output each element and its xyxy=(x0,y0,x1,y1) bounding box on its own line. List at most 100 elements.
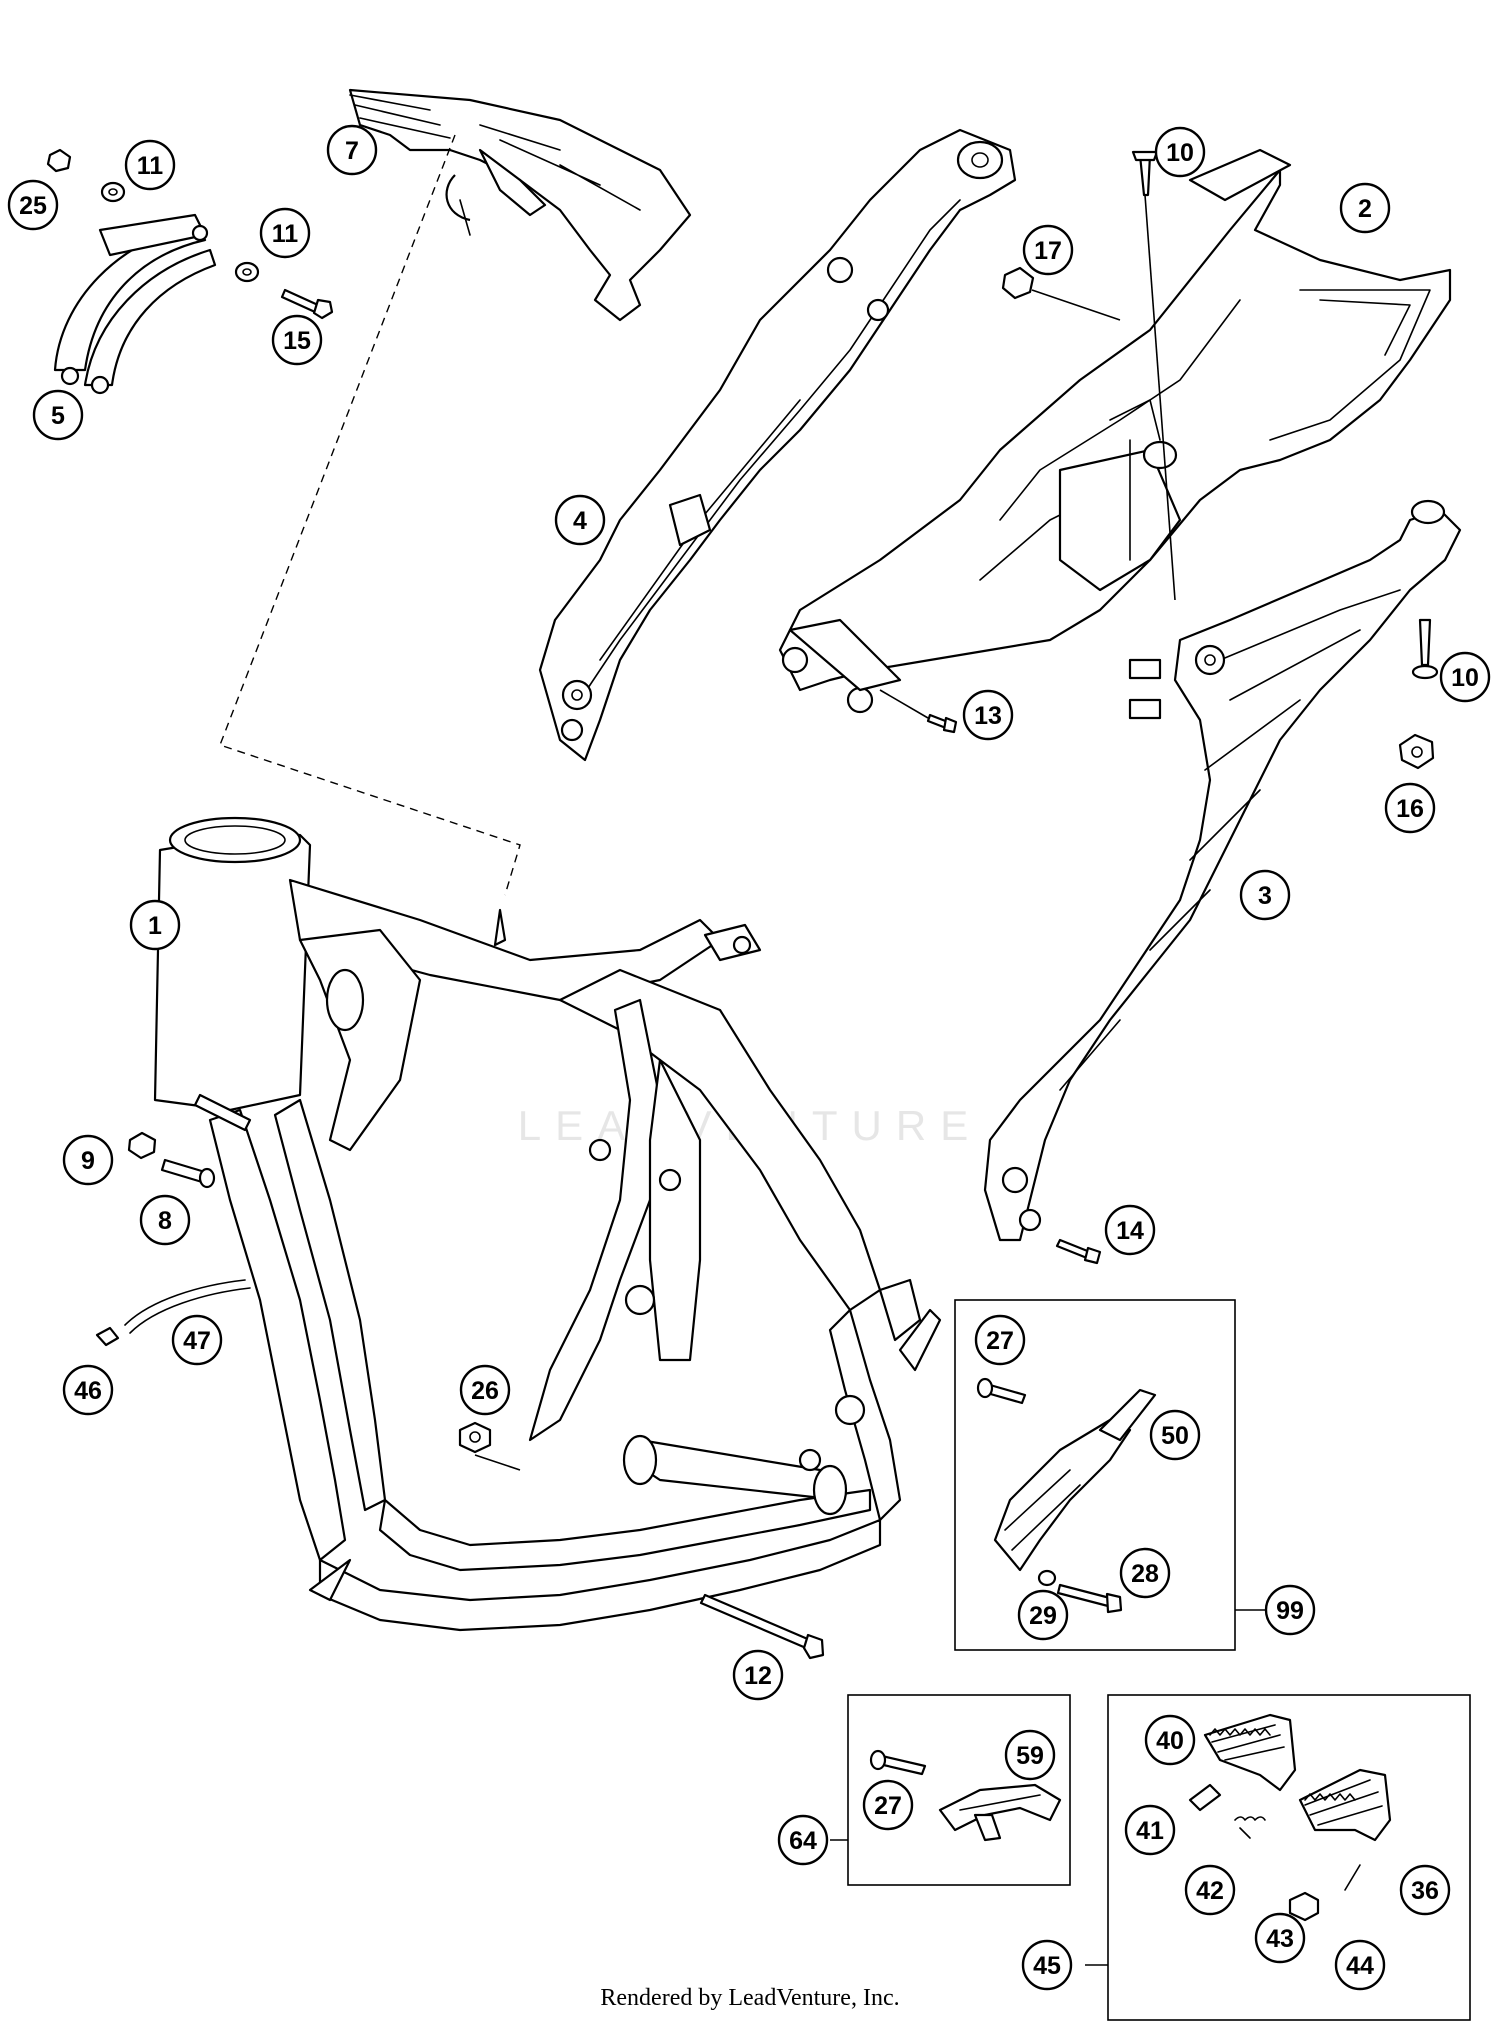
leader-26 xyxy=(474,1454,521,1471)
part-15-bolt[interactable] xyxy=(280,288,334,320)
callout-circle xyxy=(1149,1409,1201,1461)
part-5-bracket[interactable] xyxy=(53,213,217,395)
callout-c15[interactable]: 15 xyxy=(271,314,323,366)
callout-c14[interactable]: 14 xyxy=(1104,1204,1156,1256)
callout-c12[interactable]: 12 xyxy=(732,1649,784,1701)
callout-c43[interactable]: 43 xyxy=(1254,1912,1306,1964)
callout-c59[interactable]: 59 xyxy=(1004,1729,1056,1781)
part-25-nut[interactable] xyxy=(46,148,72,173)
part-7-skid-plate[interactable] xyxy=(348,88,692,322)
callout-c46[interactable]: 46 xyxy=(62,1364,114,1416)
part-17-nut[interactable] xyxy=(1001,266,1035,300)
callout-label: 9 xyxy=(81,1147,95,1175)
part-13-screw[interactable] xyxy=(926,713,958,734)
part-47-hose[interactable] xyxy=(124,1279,251,1334)
callout-c41[interactable]: 41 xyxy=(1124,1804,1176,1856)
callout-c13[interactable]: 13 xyxy=(962,689,1014,741)
callout-c11b[interactable]: 11 xyxy=(259,207,311,259)
callout-circle xyxy=(129,899,181,951)
callout-c47[interactable]: 47 xyxy=(171,1314,223,1366)
part-1-main-frame[interactable] xyxy=(153,816,942,1632)
part-16-nut[interactable] xyxy=(1398,733,1435,770)
part-9-nut[interactable] xyxy=(127,1131,157,1160)
callout-c45[interactable]: 45 xyxy=(1021,1939,1073,1991)
callout-c9[interactable]: 9 xyxy=(62,1134,114,1186)
part-3-subframe-rail-right[interactable] xyxy=(983,499,1462,1242)
callout-circle xyxy=(1264,1584,1316,1636)
callout-c2[interactable]: 2 xyxy=(1339,182,1391,234)
callout-label: 47 xyxy=(183,1327,211,1355)
part-41-pin[interactable] xyxy=(1188,1783,1222,1812)
part-26-nut[interactable] xyxy=(458,1421,492,1454)
part-36-footpeg-right[interactable] xyxy=(1298,1768,1392,1842)
callout-c44[interactable]: 44 xyxy=(1334,1939,1386,1991)
callout-c7[interactable]: 7 xyxy=(326,124,378,176)
callout-c11a[interactable]: 11 xyxy=(124,139,176,191)
callout-c42[interactable]: 42 xyxy=(1184,1864,1236,1916)
callout-c28[interactable]: 28 xyxy=(1119,1547,1171,1599)
part-11-washer-lower[interactable] xyxy=(234,261,260,283)
callout-c26[interactable]: 26 xyxy=(459,1364,511,1416)
callout-c40[interactable]: 40 xyxy=(1144,1714,1196,1766)
callout-c25[interactable]: 25 xyxy=(7,179,59,231)
callout-label: 16 xyxy=(1396,795,1424,823)
part-43-washer[interactable] xyxy=(1288,1891,1320,1922)
callout-label: 26 xyxy=(471,1377,499,1405)
callout-c99[interactable]: 99 xyxy=(1264,1584,1316,1636)
callout-label: 45 xyxy=(1033,1952,1061,1980)
callout-circle xyxy=(1254,1912,1306,1964)
part-50-chain-guide[interactable] xyxy=(993,1388,1157,1572)
callout-circle xyxy=(124,139,176,191)
callout-label: 12 xyxy=(744,1662,772,1690)
callout-c1[interactable]: 1 xyxy=(129,899,181,951)
callout-c5[interactable]: 5 xyxy=(32,389,84,441)
part-2-rear-subframe[interactable] xyxy=(778,148,1452,714)
callout-c3[interactable]: 3 xyxy=(1239,869,1291,921)
callout-c10a[interactable]: 10 xyxy=(1154,126,1206,178)
callout-circle xyxy=(1119,1547,1171,1599)
footer-credit: Rendered by LeadVenture, Inc. xyxy=(600,1985,899,2011)
callout-circle xyxy=(1021,1939,1073,1991)
part-46-clip[interactable] xyxy=(95,1326,120,1347)
callout-c16[interactable]: 16 xyxy=(1384,782,1436,834)
callout-c8[interactable]: 8 xyxy=(139,1194,191,1246)
callout-label: 59 xyxy=(1016,1742,1044,1770)
part-4-subframe-rail[interactable] xyxy=(538,128,1017,762)
callout-c27a[interactable]: 27 xyxy=(974,1314,1026,1366)
part-59-guard[interactable] xyxy=(938,1783,1062,1842)
part-27-bolt-upper[interactable] xyxy=(976,1377,1027,1405)
callout-c4[interactable]: 4 xyxy=(554,494,606,546)
part-14-screw[interactable] xyxy=(1055,1238,1102,1265)
callout-label: 10 xyxy=(1166,139,1194,167)
callout-c50[interactable]: 50 xyxy=(1149,1409,1201,1461)
callout-circle xyxy=(459,1364,511,1416)
part-28-bolt[interactable] xyxy=(1056,1583,1123,1614)
callout-c10b[interactable]: 10 xyxy=(1439,651,1491,703)
part-44-cotter-pin[interactable] xyxy=(1344,1864,1361,1891)
callout-label: 8 xyxy=(158,1207,172,1235)
callout-c29[interactable]: 29 xyxy=(1017,1589,1069,1641)
callout-circle xyxy=(1439,651,1491,703)
callout-label: 17 xyxy=(1034,237,1062,265)
callout-label: 1 xyxy=(148,912,162,940)
part-11-washer-upper[interactable] xyxy=(100,181,126,203)
callout-c64[interactable]: 64 xyxy=(777,1814,829,1866)
callout-c27b[interactable]: 27 xyxy=(862,1779,914,1831)
part-29-washer[interactable] xyxy=(1037,1569,1057,1587)
part-40-footpeg-left[interactable] xyxy=(1203,1713,1297,1792)
part-10-screw-upper[interactable] xyxy=(1131,150,1159,197)
part-12-bolt[interactable] xyxy=(699,1593,825,1660)
callout-circle xyxy=(7,179,59,231)
callout-circle xyxy=(862,1779,914,1831)
callout-label: 5 xyxy=(51,402,65,430)
callout-c36[interactable]: 36 xyxy=(1399,1864,1451,1916)
part-27-bolt-lower[interactable] xyxy=(869,1749,927,1776)
part-42-spring[interactable] xyxy=(1234,1816,1266,1839)
part-10-screw-lower[interactable] xyxy=(1411,618,1439,680)
part-8-bolt[interactable] xyxy=(160,1158,216,1189)
callout-c17[interactable]: 17 xyxy=(1022,224,1074,276)
callout-label: 2 xyxy=(1358,195,1372,223)
callout-circle xyxy=(1239,869,1291,921)
kit-box-45 xyxy=(1107,1694,1471,2021)
